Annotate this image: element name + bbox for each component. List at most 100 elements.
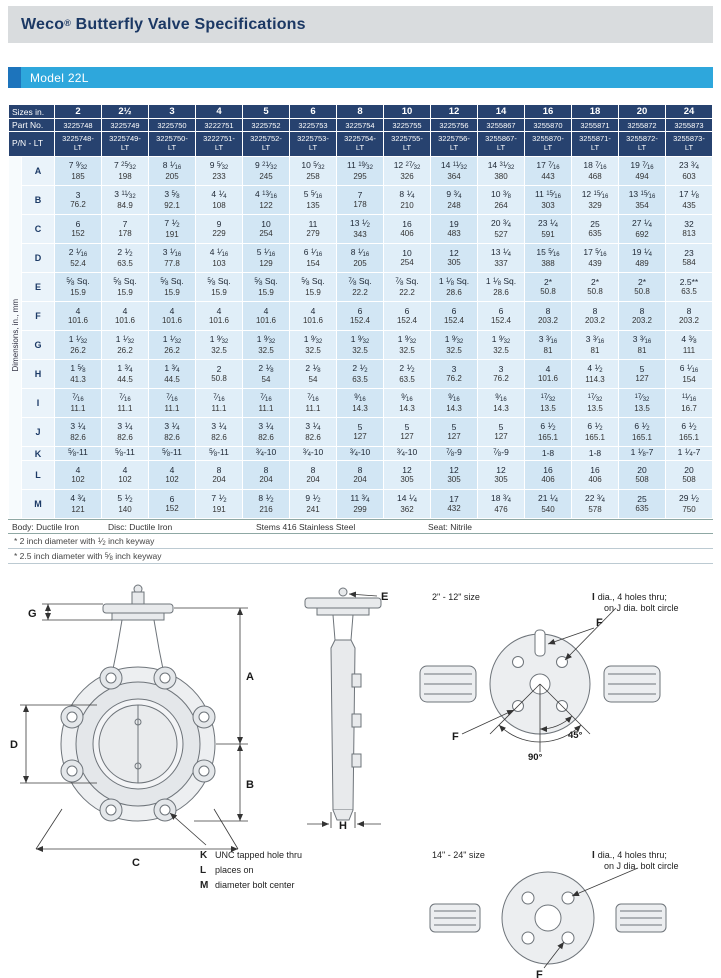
part-number-lt: 3255870-LT <box>524 131 572 157</box>
size-column-header: 6 <box>289 104 337 119</box>
part-number-lt: 3225756-LT <box>430 131 478 157</box>
dimension-value: 1-8 <box>524 446 572 461</box>
note-letter-I: I <box>592 849 595 861</box>
page-title: Weco® Butterfly Valve Specifications <box>21 15 306 33</box>
dimension-value: 5⁄8 Sq.15.9 <box>289 272 337 302</box>
footnote-2: * 2.5 inch diameter with 5⁄8 inch keyway <box>8 549 713 564</box>
small-size-caption: 2" - 12" size <box>432 591 480 602</box>
page-header: Weco® Butterfly Valve Specifications <box>8 6 713 43</box>
dimension-value: 1 1⁄8 Sq.28.6 <box>477 272 525 302</box>
size-column-header: 5 <box>242 104 290 119</box>
dim-label-F: F <box>536 969 543 978</box>
dimension-letter: C <box>21 214 55 244</box>
flange-face <box>429 871 667 965</box>
size-column-header: 18 <box>571 104 619 119</box>
part-number: 3225752 <box>242 118 290 132</box>
size-column-header: 20 <box>618 104 666 119</box>
angle-90-label: 90° <box>528 752 543 763</box>
size-column-header: 10 <box>383 104 431 119</box>
note-letter-I: I <box>592 591 595 603</box>
part-number: 3255871 <box>571 118 619 132</box>
callout-letter: M <box>200 879 209 891</box>
part-number-lt: 3255872-LT <box>618 131 666 157</box>
size-column-header: 2 <box>54 104 102 119</box>
dim-label-F-slot: F <box>596 617 603 629</box>
dimension-value: 2*50.8 <box>618 272 666 302</box>
size-column-header: 3 <box>148 104 196 119</box>
dim-label-A: A <box>246 671 254 683</box>
dim-label-E: E <box>381 591 388 603</box>
part-number: 3225756 <box>430 118 478 132</box>
dimension-value: 3⁄4-10 <box>336 446 384 461</box>
dimension-value: 1 1⁄8-7 <box>618 446 666 461</box>
dimension-lines <box>20 603 248 852</box>
dim-label-G: G <box>28 608 37 620</box>
material-disc: Disc: Ductile Iron <box>108 521 173 532</box>
dimension-letter: K <box>21 446 55 461</box>
part-no-header-label: Part No. <box>8 118 55 132</box>
dimension-value: 5⁄8-11 <box>101 446 149 461</box>
dimension-letter: D <box>21 243 55 273</box>
small-size-drawing: F F 45° 90° <box>419 607 661 763</box>
dim-label-F-hole: F <box>452 731 459 743</box>
note-text: on J dia. bolt circle <box>604 602 679 613</box>
part-number-lt: 3255867-LT <box>477 131 525 157</box>
dimension-value: 5⁄8 Sq.15.9 <box>195 272 243 302</box>
part-number: 3255870 <box>524 118 572 132</box>
